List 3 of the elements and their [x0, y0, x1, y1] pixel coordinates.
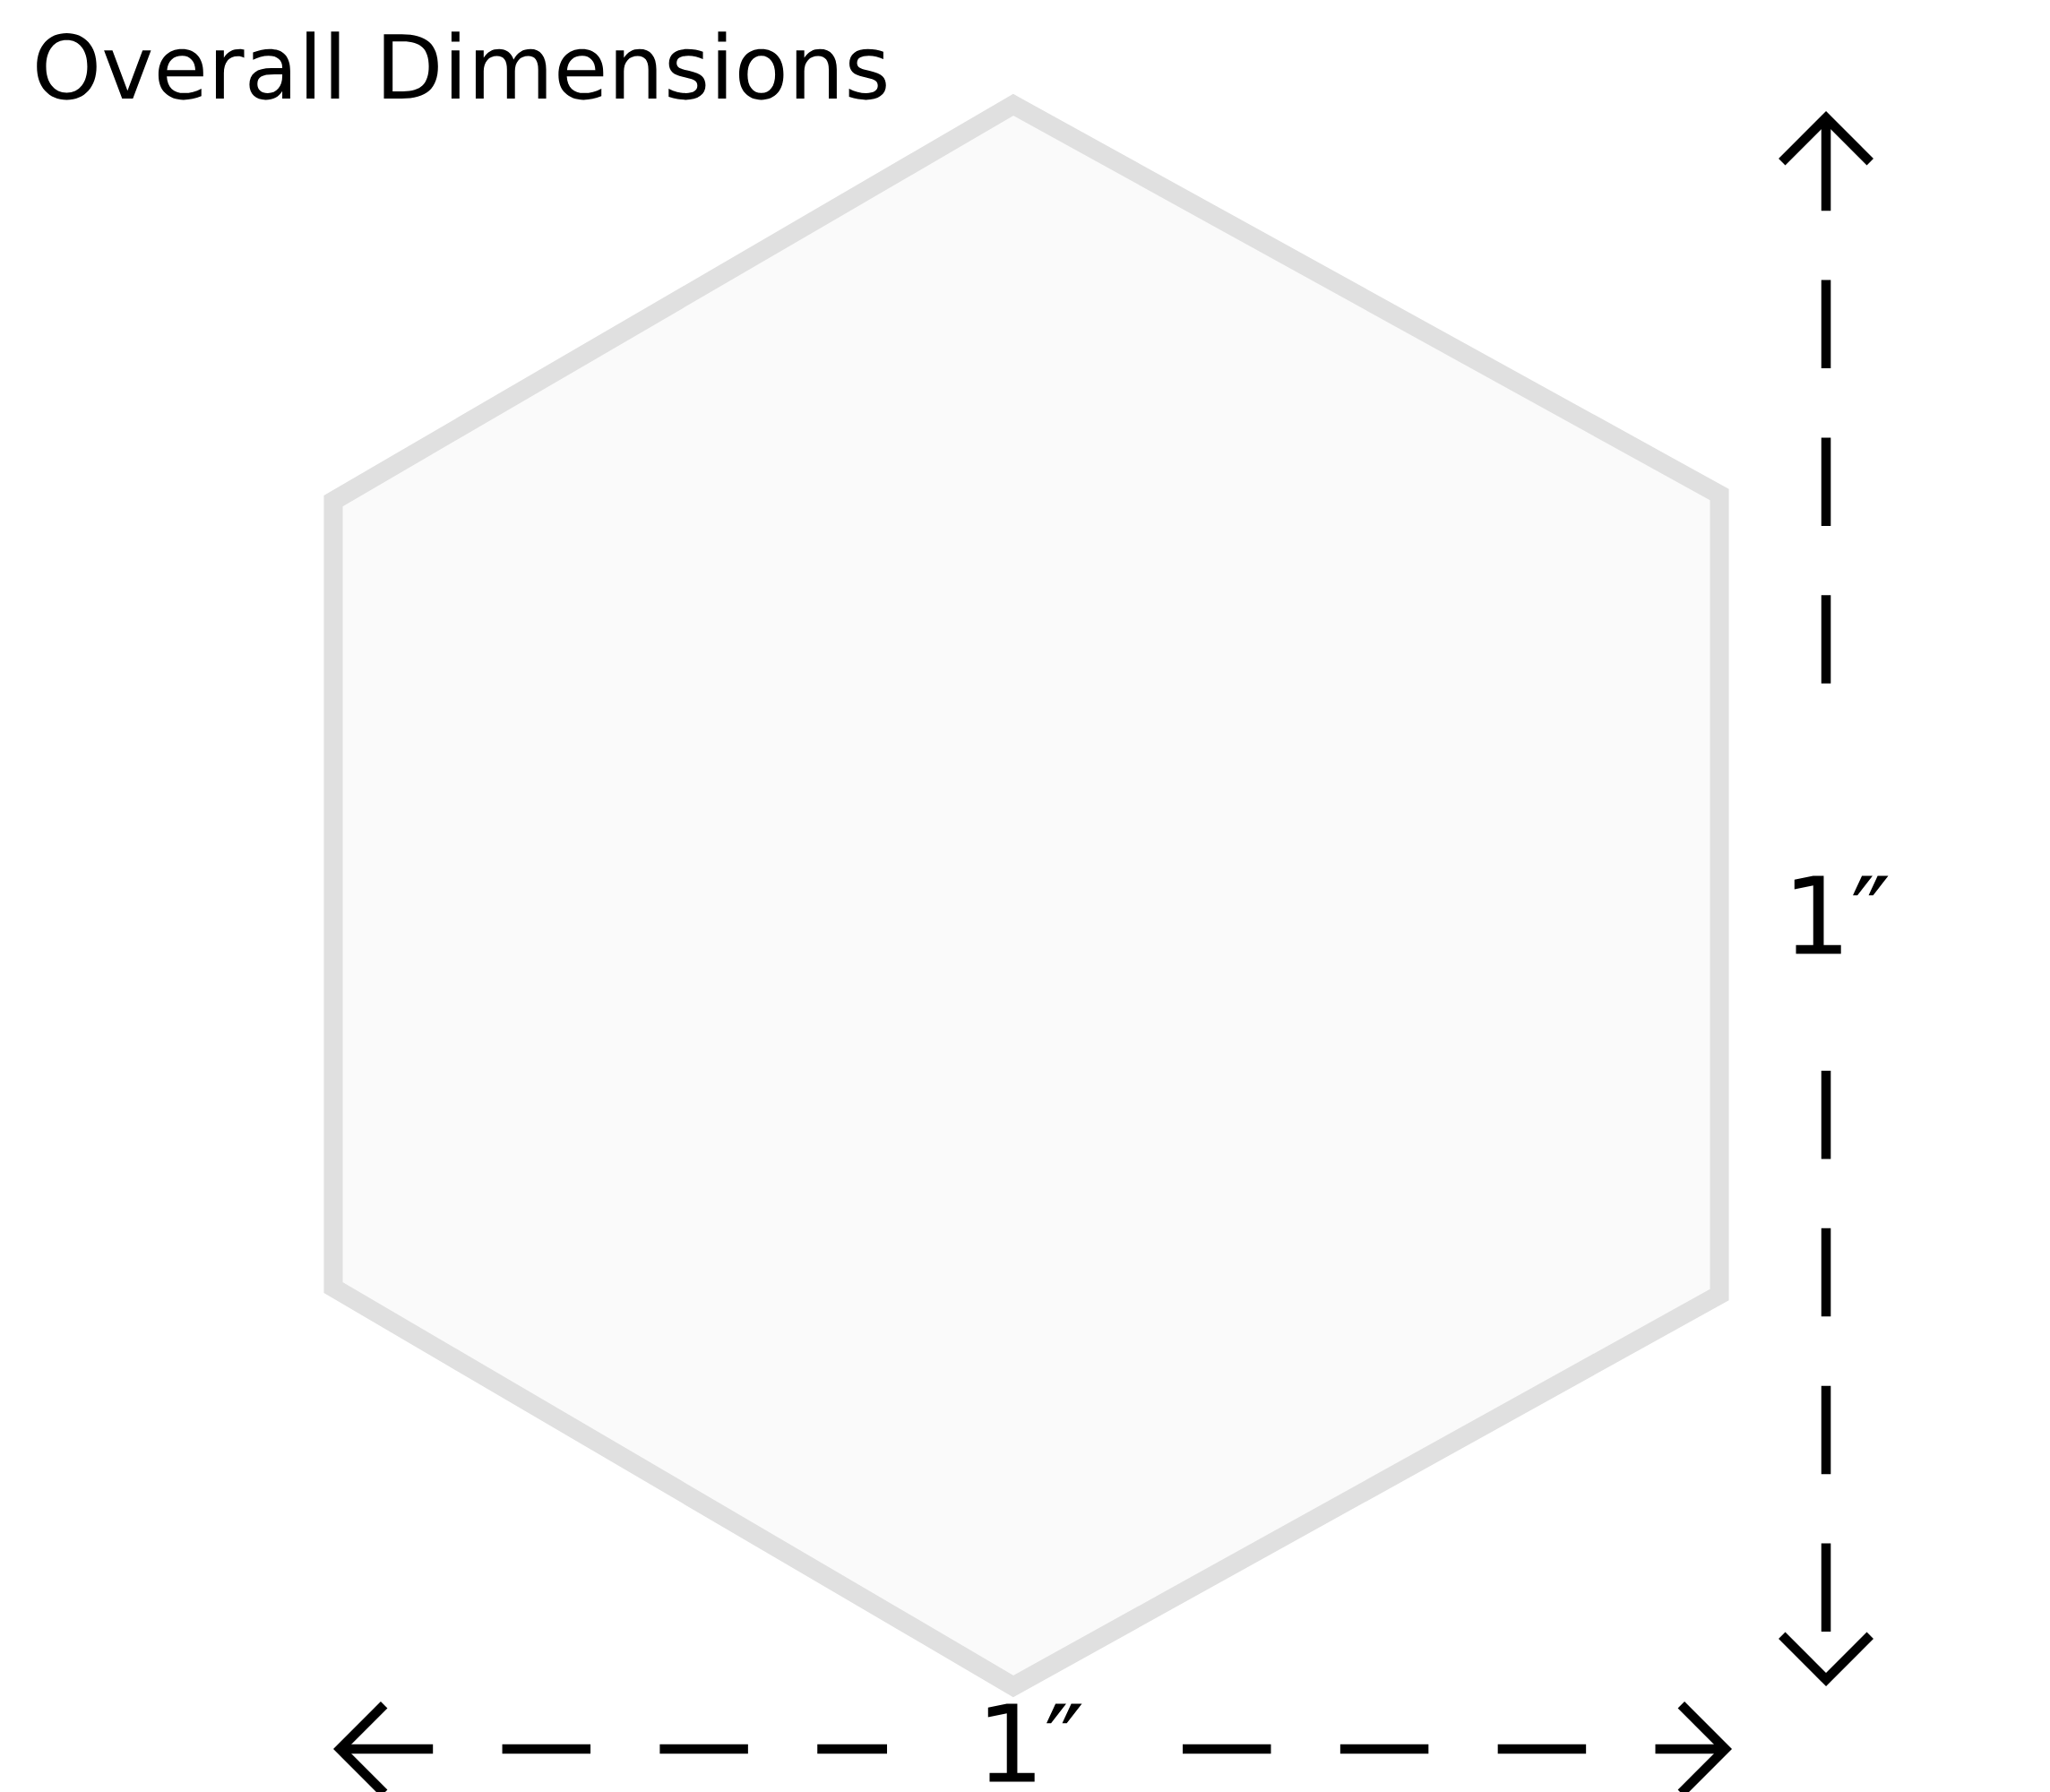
dimension-label: 1″ — [987, 1703, 1082, 1782]
title: Overall Dimensions — [37, 31, 886, 100]
dimension-label: 1″ — [1794, 875, 1889, 954]
